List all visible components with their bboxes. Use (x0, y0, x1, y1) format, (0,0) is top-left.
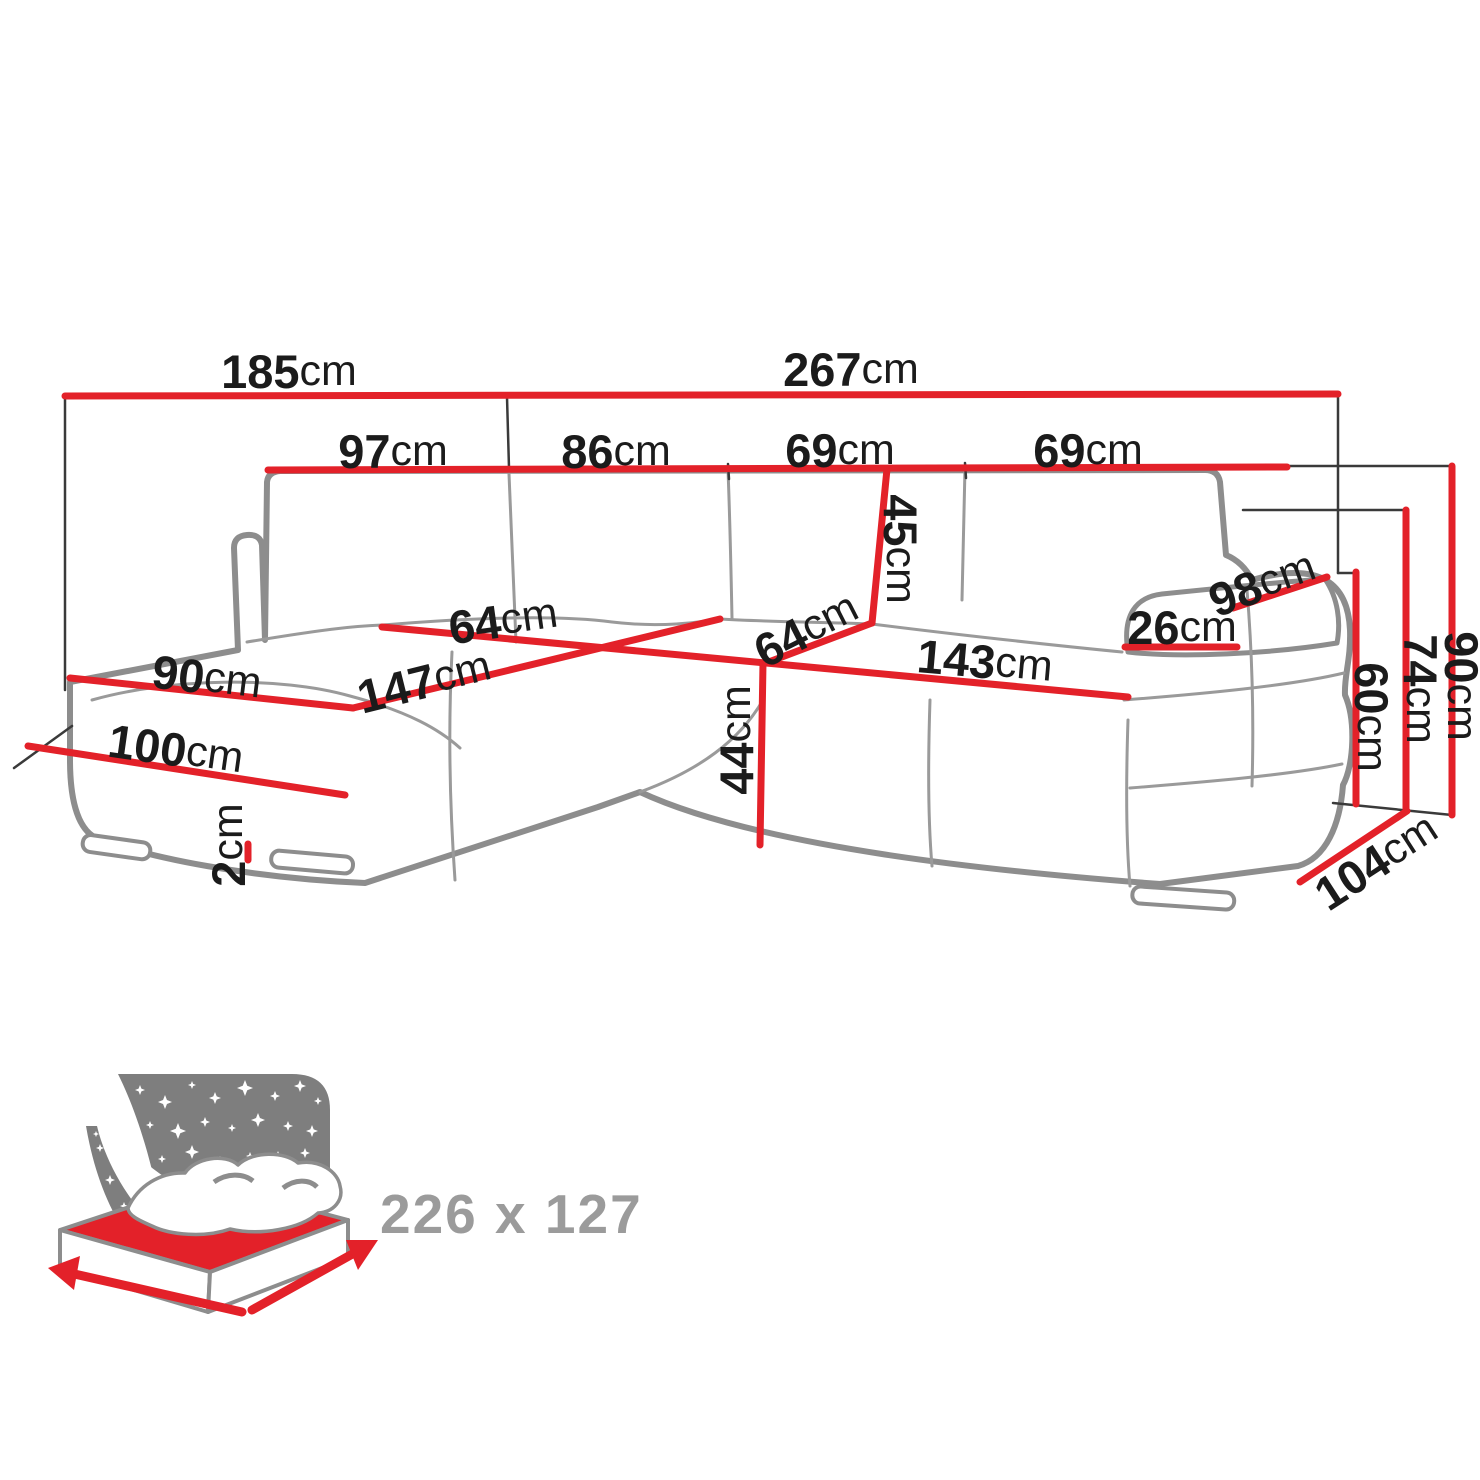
dimension-label: 97cm (338, 425, 448, 478)
sleeping-function-icon: 226 x 127 (48, 1074, 643, 1317)
duvet-fold (212, 1172, 255, 1185)
dimension-label: 26cm (1127, 601, 1237, 654)
star-icon (294, 1080, 306, 1092)
dimension-line (264, 463, 1291, 474)
star-icon (228, 1124, 236, 1132)
star-icon (185, 1145, 199, 1159)
dimension-line (762, 619, 876, 667)
dimension-label: 69cm (785, 424, 895, 477)
star-icon (209, 1092, 221, 1104)
dimension-label: 60cm (1346, 662, 1399, 772)
dimension-label: 86cm (561, 425, 671, 478)
dimension-label: 90cm (1436, 631, 1480, 741)
star-icon (270, 1091, 280, 1101)
dimension-label: 74cm (1395, 634, 1448, 744)
dimension-line (378, 623, 770, 667)
bed-size-arrows (48, 1240, 378, 1317)
sofa-legs (80, 833, 1237, 912)
star-icon (170, 1123, 186, 1139)
star-icon (96, 1144, 104, 1152)
sofa-leg (1130, 884, 1237, 912)
dimension-line (61, 390, 1342, 400)
dimension-label: 185cm (221, 345, 357, 398)
dimension-label: 267cm (783, 343, 919, 396)
star-icon (135, 1085, 145, 1095)
star-icon (158, 1155, 166, 1163)
star-icon (314, 1097, 322, 1105)
dimension-line (762, 659, 1132, 701)
star-icon (146, 1121, 154, 1129)
duvet (126, 1152, 343, 1237)
reference-line (1331, 801, 1454, 817)
dimension-label: 69cm (1033, 424, 1143, 477)
star-icon (105, 1175, 115, 1185)
star-icon (300, 1148, 310, 1158)
star-icon (306, 1125, 318, 1137)
dimension-line (66, 674, 357, 712)
dimension-label: 45cm (875, 494, 928, 604)
sleeping-area-size-label: 226 x 127 (380, 1183, 643, 1245)
dimension-label: 100cm (105, 713, 247, 784)
star-icon (158, 1095, 172, 1109)
duvet-fold (281, 1178, 319, 1191)
dimension-label: 143cm (915, 629, 1055, 694)
dimension-label: 90cm (149, 644, 264, 710)
sofa-leg (269, 848, 356, 876)
star-icon (283, 1121, 293, 1131)
reference-line (505, 395, 511, 470)
star-icon (129, 1149, 141, 1161)
sofa-leg (80, 833, 153, 862)
dimension-line (756, 659, 767, 849)
star-icon (251, 1113, 265, 1127)
sofa-silhouette (67, 467, 1356, 887)
dimension-label: 2cm (202, 803, 255, 886)
star-icon (93, 1131, 99, 1137)
dimension-lines (24, 390, 1456, 886)
dimension-label: 44cm (710, 685, 763, 795)
star-icon (237, 1080, 253, 1096)
dimension-label: 64cm (445, 586, 561, 654)
star-icon (200, 1117, 210, 1127)
dimension-line (868, 465, 891, 627)
dimension-line (24, 742, 349, 799)
dimension-line (1229, 573, 1331, 612)
star-icon (120, 1202, 128, 1210)
dimension-line (349, 615, 724, 712)
star-icon (188, 1081, 196, 1089)
dimension-line (1296, 807, 1411, 886)
